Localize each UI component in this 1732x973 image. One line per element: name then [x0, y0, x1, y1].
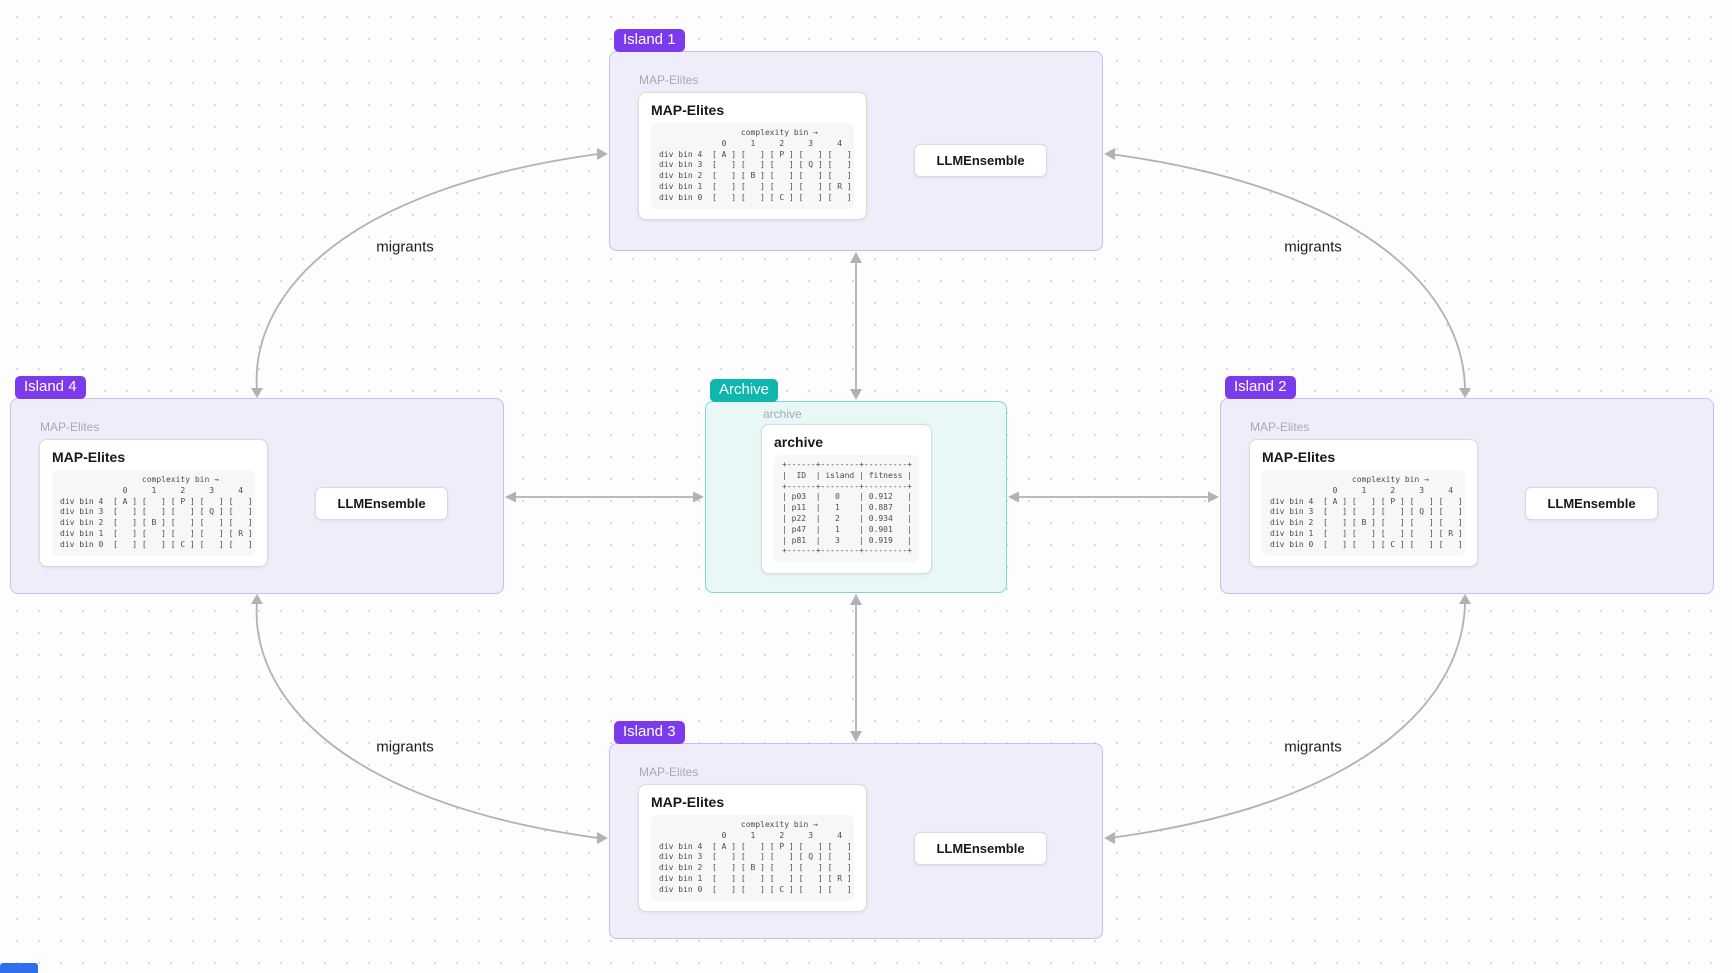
- island-2-llm-ensemble-node[interactable]: LLMEnsemble: [1525, 487, 1658, 520]
- edge-migrants-island4-island3: [255, 601, 599, 839]
- edge-label-migrants-topright: migrants: [1279, 237, 1347, 257]
- island-4-group-node[interactable]: Island 4 MAP-Elites MAP-Elites complexit…: [10, 376, 504, 594]
- island-1-badge: Island 1: [614, 29, 685, 52]
- partial-blue-element[interactable]: [0, 963, 38, 973]
- map-elites-grid-box: complexity bin → 0 1 2 3 4 div bin 4 [ A…: [651, 815, 854, 901]
- archive-title: archive: [774, 434, 824, 450]
- island-4-group-label: MAP-Elites: [40, 420, 100, 434]
- island-3-group-label: MAP-Elites: [639, 765, 699, 779]
- edge-migrants-island1-island2: [1109, 153, 1466, 391]
- island-2-group-label: MAP-Elites: [1250, 420, 1310, 434]
- island-1-llm-ensemble-node[interactable]: LLMEnsemble: [914, 144, 1047, 177]
- edge-label-migrants-topleft: migrants: [371, 237, 439, 257]
- archive-table: +------+--------+---------+ | ID | islan…: [782, 460, 913, 556]
- map-elites-grid-box: complexity bin → 0 1 2 3 4 div bin 4 [ A…: [52, 470, 255, 556]
- island-2-group-node[interactable]: Island 2 MAP-Elites MAP-Elites complexit…: [1220, 376, 1714, 594]
- arrowheads: [251, 148, 1471, 844]
- edge-migrants-island4-island1: [255, 153, 599, 391]
- island-3-map-elites-node[interactable]: MAP-Elites complexity bin → 0 1 2 3 4 di…: [638, 784, 867, 912]
- island-4-llm-ensemble-node[interactable]: LLMEnsemble: [315, 487, 448, 520]
- island-3-llm-ensemble-node[interactable]: LLMEnsemble: [914, 832, 1047, 865]
- map-elites-grid: complexity bin → 0 1 2 3 4 div bin 4 [ A…: [1270, 475, 1463, 549]
- map-elites-grid-box: complexity bin → 0 1 2 3 4 div bin 4 [ A…: [1262, 470, 1465, 556]
- edge-label-migrants-bottomright: migrants: [1279, 737, 1347, 757]
- island-4-badge: Island 4: [15, 376, 86, 399]
- map-elites-grid-box: complexity bin → 0 1 2 3 4 div bin 4 [ A…: [651, 123, 854, 209]
- island-1-group-node[interactable]: Island 1 MAP-Elites MAP-Elites complexit…: [609, 29, 1103, 251]
- archive-group-label: archive: [763, 407, 802, 421]
- island-3-group-node[interactable]: Island 3 MAP-Elites MAP-Elites complexit…: [609, 721, 1103, 939]
- map-elites-title: MAP-Elites: [651, 794, 725, 810]
- archive-group-node[interactable]: Archive archive archive +------+--------…: [705, 379, 1007, 593]
- island-4-map-elites-node[interactable]: MAP-Elites complexity bin → 0 1 2 3 4 di…: [39, 439, 268, 567]
- island-1-group-label: MAP-Elites: [639, 73, 699, 87]
- map-elites-title: MAP-Elites: [52, 449, 126, 465]
- map-elites-grid: complexity bin → 0 1 2 3 4 div bin 4 [ A…: [659, 128, 852, 202]
- island-2-badge: Island 2: [1225, 376, 1296, 399]
- map-elites-title: MAP-Elites: [651, 102, 725, 118]
- archive-badge: Archive: [710, 379, 779, 402]
- island-3-badge: Island 3: [614, 721, 685, 744]
- map-elites-grid: complexity bin → 0 1 2 3 4 div bin 4 [ A…: [60, 475, 253, 549]
- map-elites-grid: complexity bin → 0 1 2 3 4 div bin 4 [ A…: [659, 820, 852, 894]
- island-2-map-elites-node[interactable]: MAP-Elites complexity bin → 0 1 2 3 4 di…: [1249, 439, 1478, 567]
- edge-label-migrants-bottomleft: migrants: [371, 737, 439, 757]
- edge-migrants-island2-island3: [1109, 601, 1466, 839]
- map-elites-title: MAP-Elites: [1262, 449, 1336, 465]
- archive-table-box: +------+--------+---------+ | ID | islan…: [774, 455, 919, 563]
- archive-table-node[interactable]: archive +------+--------+---------+ | ID…: [761, 424, 932, 574]
- island-1-map-elites-node[interactable]: MAP-Elites complexity bin → 0 1 2 3 4 di…: [638, 92, 867, 220]
